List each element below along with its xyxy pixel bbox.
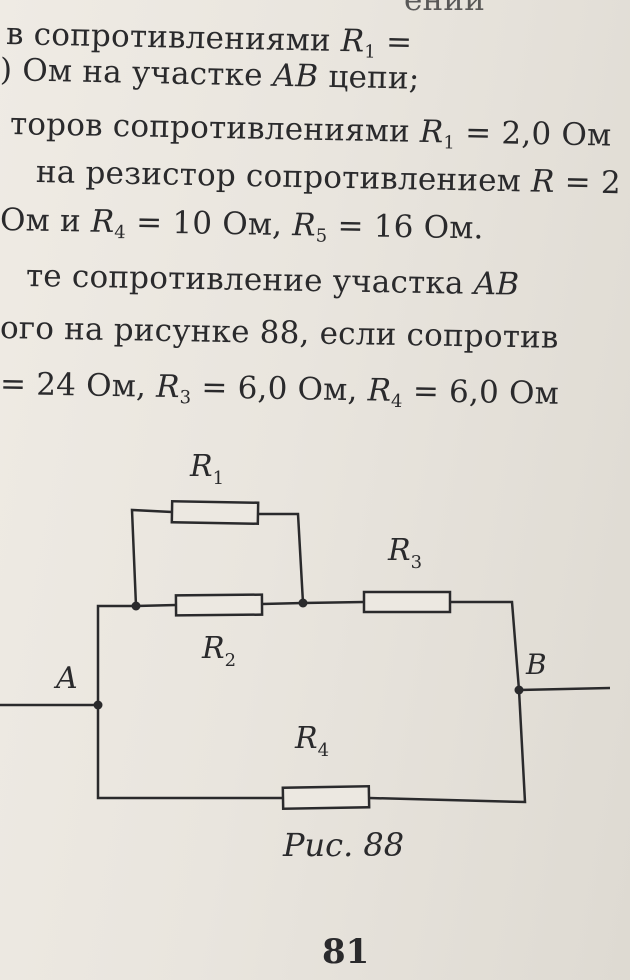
resistor-r2: [174, 593, 264, 617]
symbol-r: R: [419, 113, 444, 151]
symbol-ab: AB: [272, 57, 319, 95]
text-line-6: те сопротивление участка AB: [26, 258, 520, 303]
text-line-0: ений: [404, 0, 485, 18]
subscript: 1: [443, 132, 456, 154]
wire-upper-left: [96, 604, 136, 705]
resistor-r4: [281, 784, 371, 811]
symbol-r: R: [291, 207, 317, 244]
junction-node-b: [514, 685, 524, 695]
label-r3: R3: [387, 533, 422, 573]
wire-r3-left: [302, 600, 365, 605]
subscript: 5: [315, 225, 328, 247]
text-fragment: = 10 Ом,: [125, 204, 293, 244]
text-fragment: ений: [404, 0, 486, 18]
label-r2: R2: [201, 631, 236, 671]
text-fragment: те сопротивление участка: [25, 258, 475, 302]
text-fragment: ого на рисунке 88, если сопротив: [0, 310, 559, 356]
wire-output-lead: [518, 686, 611, 692]
symbol-r: R: [367, 372, 392, 409]
text-fragment: = 2: [554, 163, 622, 202]
text-line-3: торов сопротивлениями R1 = 2,0 Ом: [10, 106, 612, 157]
text-fragment: = 6,0 Ом: [402, 373, 560, 412]
wire-r1-left: [130, 508, 173, 607]
text-fragment: ) Ом на участке: [0, 52, 274, 94]
resistors: [170, 499, 452, 811]
junction-node-a: [93, 700, 103, 710]
label-r4: R4: [294, 721, 329, 761]
text-fragment: = 16 Ом.: [327, 207, 484, 247]
label-node-b: B: [525, 648, 547, 681]
resistor-r1: [170, 499, 260, 526]
text-fragment: на резистор сопротивлением: [35, 154, 532, 200]
label-node-a: A: [53, 661, 78, 696]
wire-r2-right: [261, 601, 304, 606]
text-fragment: цепи;: [317, 58, 420, 97]
wire-lower-right: [368, 689, 527, 804]
text-fragment: = 2,0 Ом: [454, 114, 612, 154]
subscript: 4: [114, 221, 127, 244]
page-number: 81: [322, 932, 370, 972]
circuit-wires: [0, 508, 611, 804]
text-fragment: = 6,0 Ом,: [191, 369, 368, 409]
subscript: 3: [179, 387, 192, 409]
wire-r1-right: [258, 512, 305, 604]
junction-dots: [93, 598, 524, 710]
text-fragment: Ом и: [0, 202, 92, 240]
text-line-5: Ом и R4 = 10 Ом, R5 = 16 Ом.: [0, 202, 484, 249]
symbol-r: R: [530, 163, 555, 200]
text-fragment: =: [375, 23, 413, 61]
text-line-8: = 24 Ом, R3 = 6,0 Ом, R4 = 6,0 Ом: [0, 366, 559, 415]
circuit-diagram: R1 R2 R3 R4 A B: [0, 449, 611, 811]
symbol-r: R: [90, 203, 115, 240]
wire-r3-right: [450, 600, 521, 691]
figure-caption: Рис. 88: [283, 826, 405, 864]
text-line-2: ) Ом на участке AB цепи;: [0, 52, 420, 97]
symbol-r: R: [340, 23, 365, 60]
subscript: 4: [390, 390, 403, 413]
label-r1: R1: [189, 449, 224, 489]
wire-r2-left: [135, 603, 177, 608]
junction-node: [131, 601, 141, 611]
wire-lower-left: [96, 705, 283, 800]
text-fragment: торов сопротивлениями: [9, 106, 421, 150]
resistor-r3: [362, 590, 452, 614]
junction-node: [298, 598, 308, 608]
symbol-r: R: [155, 368, 181, 406]
text-line-4: на резистор сопротивлением R = 2: [36, 154, 622, 201]
text-line-7: ого на рисунке 88, если сопротив: [0, 310, 559, 356]
text-fragment: = 24 Ом,: [0, 366, 157, 405]
symbol-ab: AB: [473, 265, 520, 303]
